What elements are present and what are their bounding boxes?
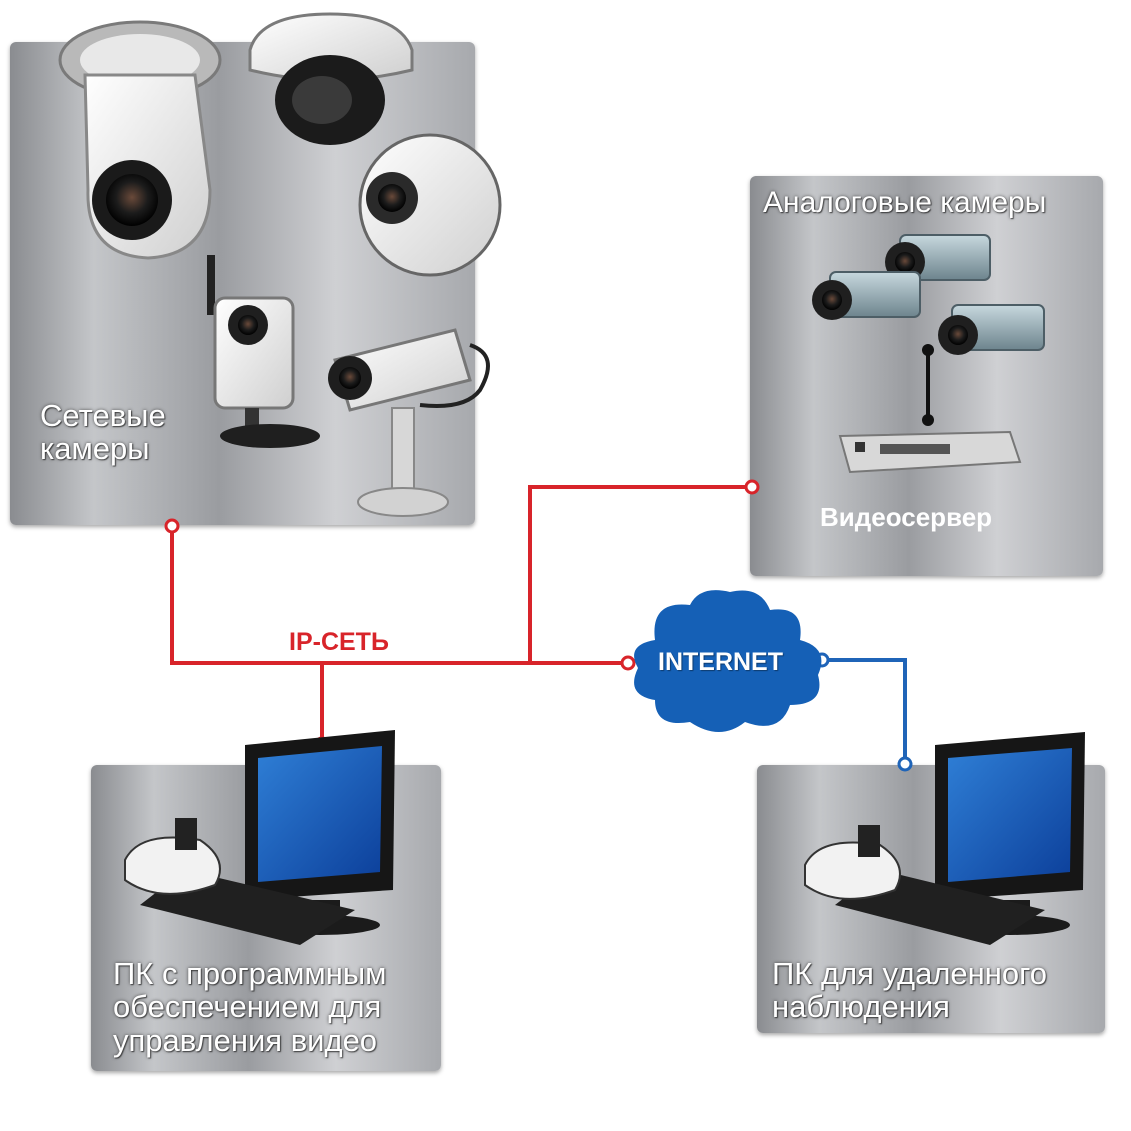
mini-dome-camera-icon bbox=[248, 12, 414, 145]
analog-cameras-label: Аналоговые камеры bbox=[763, 186, 1047, 219]
video-server-label: Видеосервер bbox=[820, 502, 993, 532]
ip-network-label: IP-СЕТЬ bbox=[289, 628, 389, 656]
management-pc-label: ПК с программным обеспечением для управл… bbox=[113, 956, 387, 1058]
internet-cloud-icon bbox=[634, 590, 822, 732]
internet-link bbox=[814, 652, 913, 772]
analog-camera-group-icon bbox=[812, 234, 1045, 426]
remote-pc-icon bbox=[804, 732, 1085, 945]
fixed-dome-camera-icon bbox=[358, 133, 502, 277]
video-server-icon bbox=[838, 430, 1022, 474]
ip-network-links bbox=[170, 485, 752, 744]
ptz-dome-camera-icon bbox=[58, 20, 222, 260]
wireless-camera-icon bbox=[207, 255, 320, 448]
remote-pc-label: ПК для удаленного наблюдения bbox=[772, 956, 1048, 1025]
box-camera-icon bbox=[328, 328, 490, 517]
network-cameras-label: Сетевые камеры bbox=[40, 398, 166, 466]
internet-label: INTERNET bbox=[658, 648, 783, 676]
management-pc-icon bbox=[124, 730, 395, 945]
